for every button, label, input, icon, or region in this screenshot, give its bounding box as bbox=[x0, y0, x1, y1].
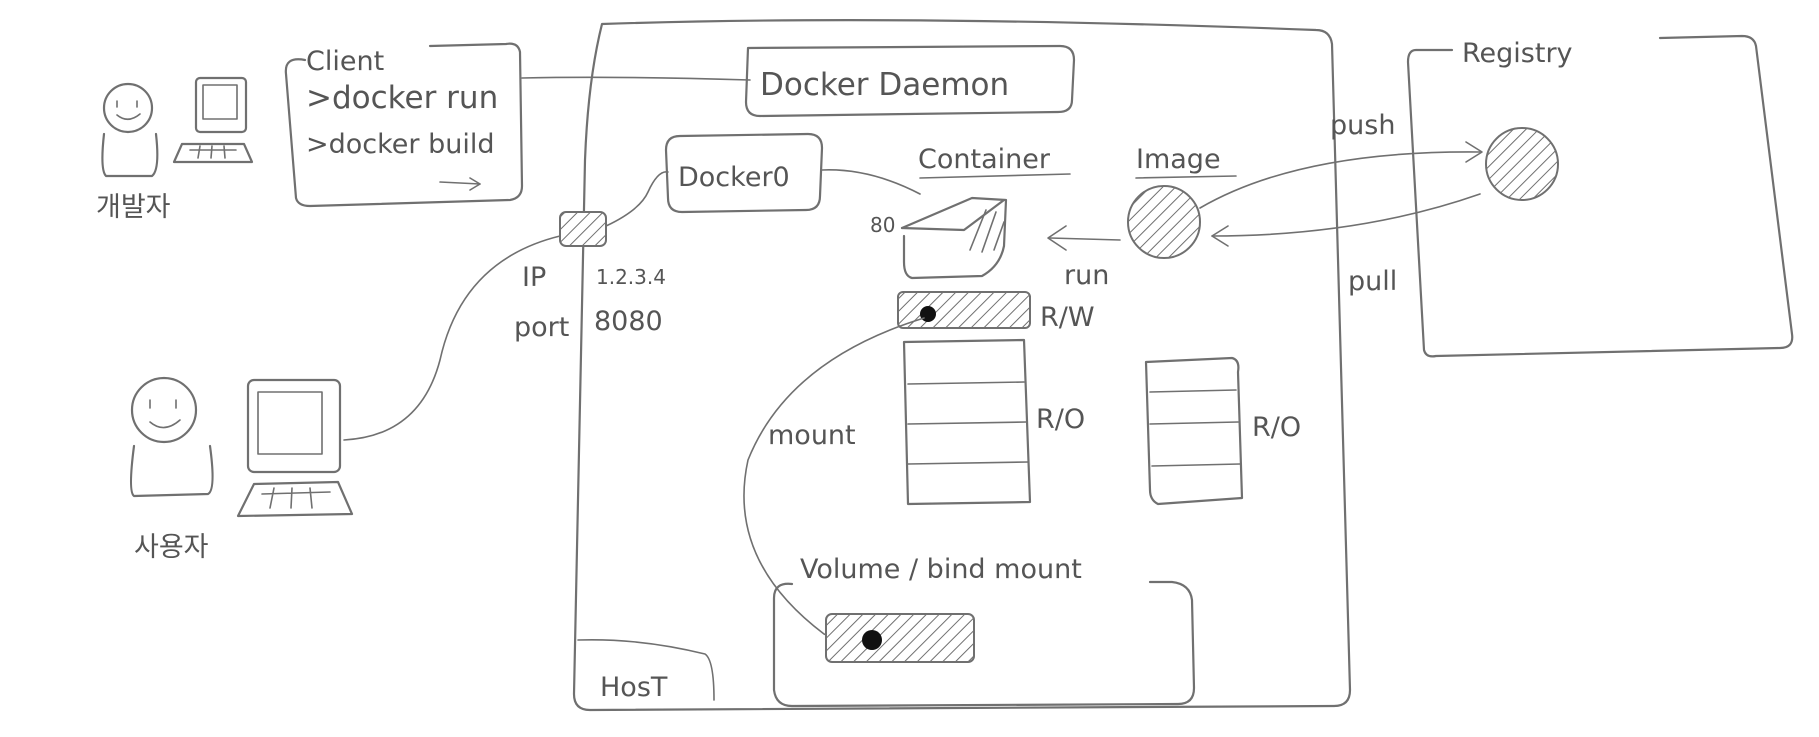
rw-layer bbox=[897, 291, 1031, 329]
container-underline bbox=[919, 173, 1071, 179]
client-label: Client bbox=[306, 46, 384, 77]
container-label: Container bbox=[918, 144, 1051, 175]
image-icon bbox=[1127, 185, 1201, 259]
image-layers bbox=[1144, 356, 1244, 506]
developer-computer-icon bbox=[172, 76, 254, 164]
volume-label: Volume / bind mount bbox=[800, 554, 1082, 585]
volume-mount-point bbox=[862, 630, 882, 650]
push-arrow bbox=[1199, 151, 1481, 209]
host-label: HosT bbox=[600, 672, 668, 703]
image-label: Image bbox=[1136, 144, 1221, 175]
mount-label: mount bbox=[768, 420, 856, 451]
client-arrow-line bbox=[439, 181, 481, 185]
developer-label: 개발자 bbox=[96, 192, 171, 223]
pull-arrow bbox=[1211, 193, 1481, 237]
image-underline bbox=[1135, 175, 1237, 179]
registry-image-icon bbox=[1485, 127, 1559, 201]
docker0-box: Docker0 bbox=[664, 132, 824, 214]
volume-storage bbox=[825, 613, 975, 663]
rw-label: R/W bbox=[1040, 302, 1095, 333]
run-label: run bbox=[1064, 260, 1109, 291]
user-computer-icon bbox=[236, 378, 354, 518]
pull-arrow-head bbox=[1211, 225, 1229, 247]
container-icon bbox=[900, 196, 1008, 280]
push-arrow-head bbox=[1465, 141, 1483, 163]
ip-label: IP bbox=[522, 262, 546, 293]
cmd-docker-run: >docker run bbox=[306, 80, 498, 116]
run-arrow-head bbox=[1047, 225, 1067, 251]
client-box: Client >docker run >docker build bbox=[284, 42, 524, 208]
registry-box: Registry bbox=[1406, 34, 1794, 358]
container-port-80: 80 bbox=[870, 213, 895, 237]
user-port-link bbox=[343, 235, 561, 441]
mount-link bbox=[743, 317, 925, 641]
ip-value: 1.2.3.4 bbox=[596, 265, 666, 289]
user-person-icon bbox=[129, 376, 214, 498]
docker-daemon-label: Docker Daemon bbox=[760, 67, 1009, 103]
registry-label: Registry bbox=[1462, 38, 1573, 69]
port-label: port bbox=[514, 312, 569, 343]
host-label-frame bbox=[577, 638, 715, 701]
run-arrow bbox=[1049, 237, 1121, 241]
docker0-container-link bbox=[821, 169, 921, 195]
docker-daemon-box: Docker Daemon bbox=[744, 44, 1076, 118]
client-daemon-link bbox=[521, 76, 751, 81]
rw-mount-point bbox=[920, 306, 936, 322]
ro-label-1: R/O bbox=[1036, 404, 1085, 435]
cmd-docker-build: >docker build bbox=[306, 129, 495, 160]
user-label: 사용자 bbox=[134, 532, 209, 563]
container-image-layers bbox=[902, 338, 1032, 506]
client-arrow-head bbox=[469, 177, 481, 191]
pull-label: pull bbox=[1348, 266, 1397, 297]
push-label: push bbox=[1330, 110, 1395, 141]
port-value: 8080 bbox=[594, 306, 663, 337]
host-box: HosT bbox=[572, 19, 1352, 712]
host-port-icon bbox=[559, 211, 607, 247]
ro-label-2: R/O bbox=[1252, 412, 1301, 443]
port-docker0-link bbox=[605, 171, 669, 227]
docker0-label: Docker0 bbox=[678, 162, 790, 193]
developer-person-icon bbox=[101, 82, 159, 178]
volume-box: Volume / bind mount bbox=[772, 554, 1196, 708]
